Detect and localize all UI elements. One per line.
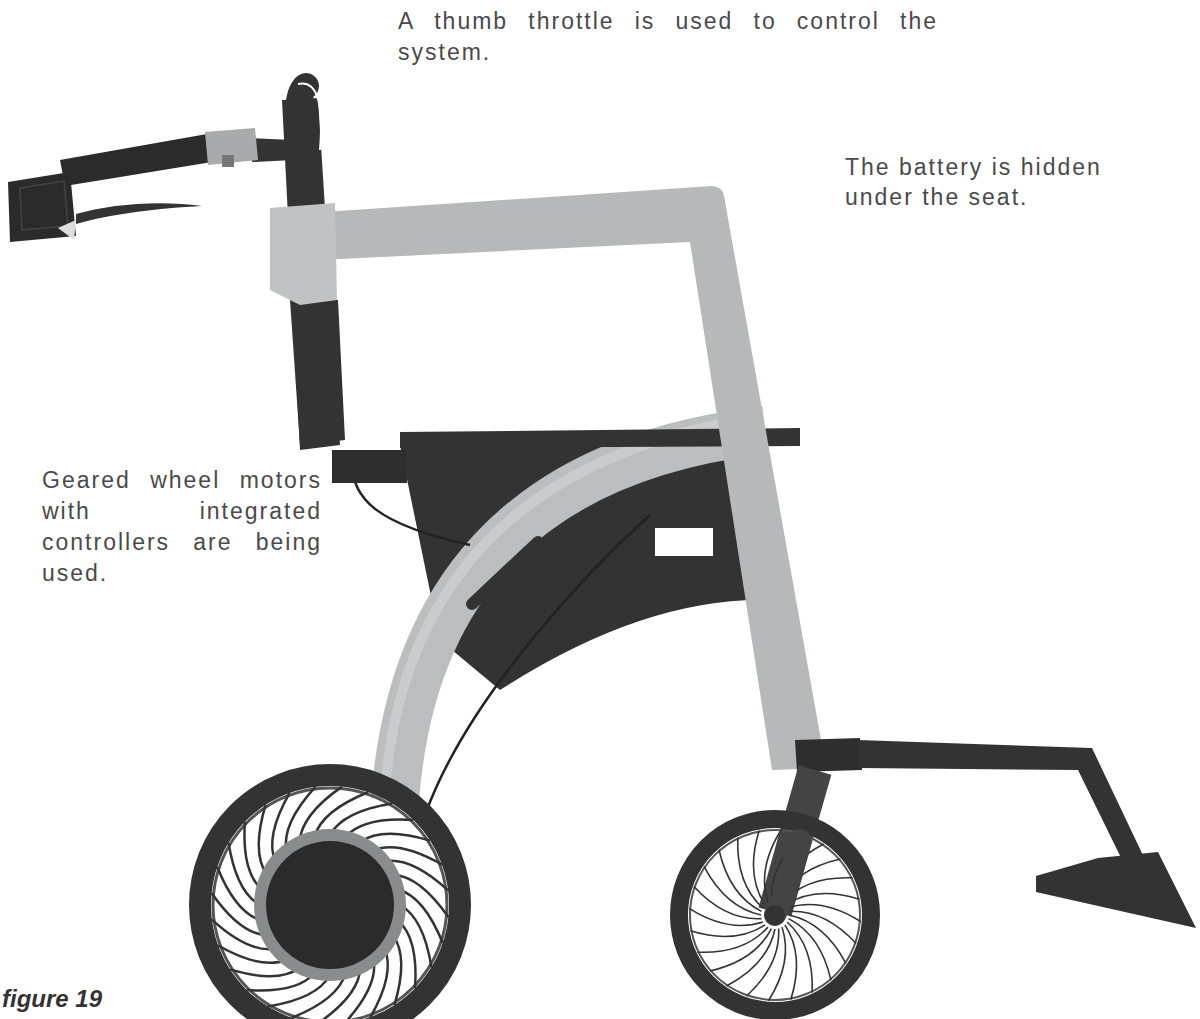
footrest-bar [858,740,1150,872]
callout-note: A thumb throttle is used to control the … [398,6,938,68]
wheel-spoke [690,925,765,937]
seat-clamp [332,450,407,483]
wheel-spoke [787,922,812,993]
wheel-spoke [785,925,797,1000]
frame-slot [472,542,538,604]
spoke-group [689,829,860,1000]
motor-cable [425,515,650,815]
front-wheel [679,819,871,1011]
throttle-cable [298,84,321,150]
handle-hook [298,86,306,150]
front-tyre [679,819,871,1011]
housing-label [655,528,713,556]
rear-tyre [200,775,460,1019]
main-frame [278,186,826,770]
wheel-spoke [746,929,778,997]
brake-notch [58,220,76,240]
brake-housing [8,172,76,242]
wheel-spoke [789,915,846,964]
wheel-spoke [393,935,401,1005]
wheel-spoke [789,911,857,943]
callout-note: Geared wheel motors with integrated cont… [42,465,322,589]
caster-axle [765,905,785,925]
foot-plate [1036,852,1196,928]
wheel-spoke [704,866,761,915]
frame-clamp [270,203,337,305]
wheel-spoke [753,830,765,905]
footrest-clamp [795,738,862,772]
brake-lever [76,203,202,224]
wheel-spoke [259,805,267,875]
rear-rim [213,788,447,1019]
housing-edge [20,181,68,230]
wheel-spoke [360,834,430,842]
caster-fork [775,840,800,915]
hub-motor [266,841,394,969]
hand-grip [60,134,212,186]
callout-note: The battery is hidden under the seat. [845,152,1140,212]
rear-post [290,300,345,445]
hub-ring [254,829,406,981]
wheel-spoke [230,968,300,976]
wheel-spoke [785,893,860,905]
rear-wheel [200,775,460,1019]
spoke-group [212,787,449,1019]
figure-caption: figure 19 [2,985,102,1013]
front-rim [690,830,860,1000]
curved-frame [395,430,765,800]
throttle-button [222,155,234,167]
wheel-spoke [694,886,762,918]
wheel-spoke [697,927,768,952]
wheel-spoke [726,929,775,986]
wheel-spoke [738,837,763,908]
